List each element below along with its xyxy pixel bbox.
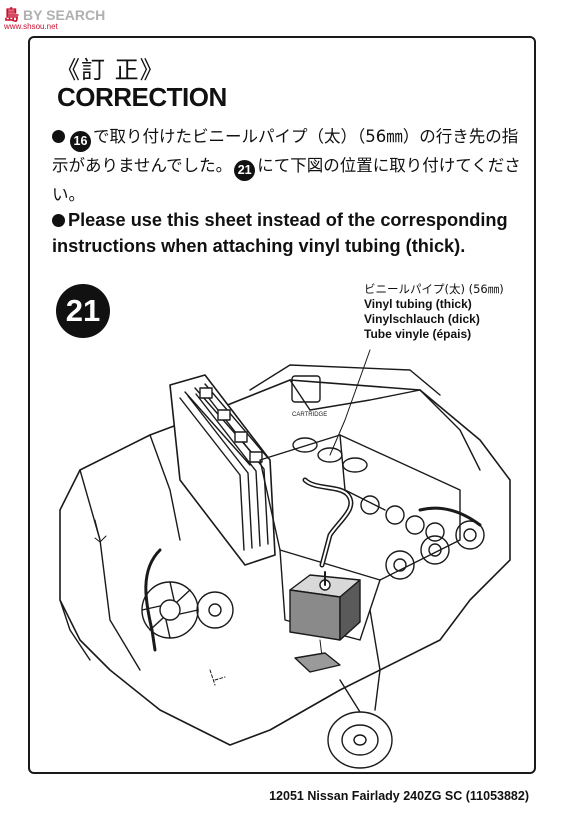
mounting-bracket — [294, 652, 341, 673]
callout-german: Vinylschlauch (dick) — [364, 312, 480, 326]
japanese-instruction-part2: にて下図の位置に取り付けてください。 — [52, 156, 521, 204]
bullet-icon — [52, 214, 65, 227]
callout-french: Tube vinyle (épais) — [364, 327, 472, 341]
cartridge-label: CARTRIDGE — [292, 412, 327, 418]
watermark-logo: 島 — [4, 6, 21, 24]
arrow-head — [94, 535, 107, 543]
strut — [369, 609, 381, 711]
english-instruction: Please use this sheet instead of the cor… — [52, 207, 522, 259]
bullet-icon — [52, 130, 65, 143]
vinyl-tubing-inner — [304, 479, 352, 566]
reservoir — [291, 375, 321, 403]
step-21-badge: 21 — [234, 160, 256, 181]
cowl-line — [249, 364, 441, 396]
arrow-line — [94, 519, 101, 541]
alternator — [196, 591, 234, 629]
callout-english: Vinyl tubing (thick) — [364, 297, 472, 311]
correction-sheet-border — [28, 36, 536, 774]
engine-bay-illustration: CARTRIDGE — [59, 349, 511, 769]
step-number-badge: 21 — [56, 284, 110, 338]
title-english: CORRECTION — [57, 82, 227, 112]
callout-japanese: ビニールパイプ(太) (56㎜) — [364, 282, 504, 296]
cooling-fan — [141, 581, 199, 639]
vinyl-tubing-callout: ビニールパイプ(太) (56㎜) Vinyl tubing (thick) Vi… — [364, 282, 504, 342]
watermark-url: www.shsou.net — [4, 22, 58, 31]
wheel-hub — [327, 679, 393, 769]
carburetors — [385, 520, 485, 580]
firewall-line — [289, 379, 421, 411]
english-instruction-text: Please use this sheet instead of the cor… — [52, 210, 508, 256]
inner-fender-line — [149, 434, 181, 541]
watermark: 島 BY SEARCH — [4, 4, 105, 25]
callout-leader-line — [329, 349, 371, 456]
canister-box — [289, 571, 361, 641]
footer-model-text: 12051 Nissan Fairlady 240ZG SC (11053882… — [269, 789, 529, 803]
fuel-line — [418, 506, 482, 527]
body-panel-line — [59, 599, 91, 661]
radiator — [169, 374, 276, 566]
firewall-line — [419, 389, 481, 471]
reference-mark — [209, 669, 226, 686]
japanese-instruction-part1: で取り付けたビニールパイプ（太）（56㎜）の行き先の指示がありませんでした。 — [52, 127, 519, 175]
watermark-brand: BY SEARCH — [23, 6, 106, 23]
inner-fender-line — [79, 469, 141, 671]
step-16-badge: 16 — [70, 131, 91, 152]
title-japanese: 《訂 正》 — [56, 56, 165, 84]
alternator-pulley — [208, 603, 222, 617]
